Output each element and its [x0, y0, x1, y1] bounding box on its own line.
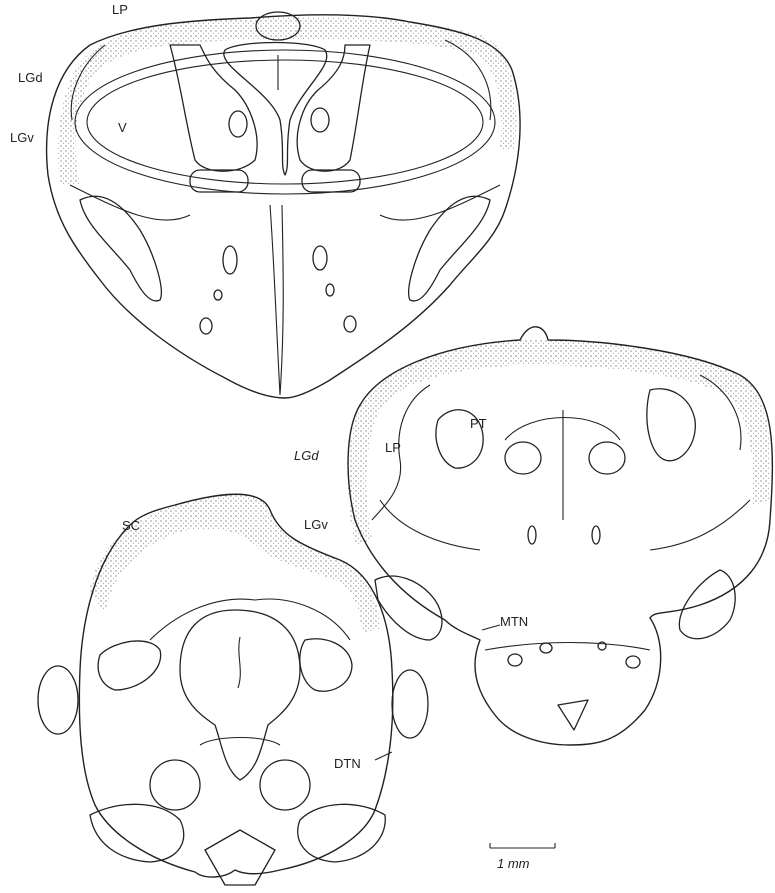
- bottom-inner-arc: [150, 599, 350, 640]
- bottom-round-right: [260, 760, 310, 810]
- mtn-right: [626, 656, 640, 668]
- small-right-pair-1: [528, 526, 536, 544]
- small-right-1: [313, 246, 327, 270]
- central-structure-top: [224, 43, 327, 176]
- bottom-lower-right: [298, 804, 386, 862]
- nucleus-right: [311, 108, 329, 132]
- bottom-outer-left: [38, 666, 78, 734]
- small-right-2: [326, 284, 334, 296]
- small-left-3: [200, 318, 212, 334]
- pt-left-mass: [505, 442, 541, 474]
- bottom-notch: [558, 700, 588, 730]
- section-right: PT LP LGd LGv MTN: [294, 327, 772, 745]
- label-right-mtn: MTN: [500, 614, 528, 629]
- label-top-lp: LP: [112, 2, 128, 17]
- scale-bar-label: 1 mm: [497, 856, 530, 871]
- lateral-left-top: [80, 196, 161, 301]
- section-bottom: SC DTN: [38, 494, 428, 885]
- label-right-pt: PT: [470, 416, 487, 431]
- small-right-pair-2: [592, 526, 600, 544]
- lp-right-right: [647, 389, 695, 461]
- mtn-center: [540, 643, 552, 653]
- bottom-lower-left: [90, 804, 184, 862]
- bottom-central-cap: [200, 738, 280, 746]
- small-right-3: [344, 316, 356, 332]
- label-bottom-dtn: DTN: [334, 756, 361, 771]
- bottom-round-left: [150, 760, 200, 810]
- label-top-v: V: [118, 120, 127, 135]
- lateral-right-structure-right: [679, 570, 735, 639]
- lateral-right-curve-2: [650, 500, 750, 550]
- mtn-left: [508, 654, 522, 666]
- mtn-base-line: [485, 643, 650, 651]
- label-top-lgv: LGv: [10, 130, 34, 145]
- ventricle-v-inner: [87, 60, 483, 184]
- section-top: LP LGd V LGv: [10, 2, 520, 398]
- ventricle-v: [75, 50, 495, 194]
- mtn-arrow: [482, 625, 500, 630]
- label-bottom-sc: SC: [122, 518, 140, 533]
- small-left-2: [214, 290, 222, 300]
- scale-bar: 1 mm: [490, 843, 555, 871]
- label-right-lgd: LGd: [294, 448, 319, 463]
- section-right-outline: [348, 327, 772, 745]
- lateral-right-structure-left: [375, 576, 442, 640]
- label-top-lgd: LGd: [18, 70, 43, 85]
- bottom-lateral-right: [300, 639, 352, 692]
- lateral-right-curve-1: [380, 500, 480, 550]
- section-right-stipple: [348, 340, 771, 545]
- label-right-lgv: LGv: [304, 517, 328, 532]
- section-bottom-stipple: [90, 494, 380, 632]
- bottom-central-body: [180, 610, 300, 780]
- bottom-lateral-left: [98, 641, 161, 690]
- section-top-outline: [47, 15, 520, 398]
- lateral-right-line: [380, 185, 500, 220]
- scale-bar-line: [490, 843, 555, 848]
- bottom-outer-right: [392, 670, 428, 738]
- label-right-lp: LP: [385, 440, 401, 455]
- lateral-left-line: [70, 185, 190, 220]
- nucleus-left: [229, 111, 247, 137]
- small-left-1: [223, 246, 237, 274]
- pt-right-mass: [589, 442, 625, 474]
- bottom-midline: [238, 637, 240, 688]
